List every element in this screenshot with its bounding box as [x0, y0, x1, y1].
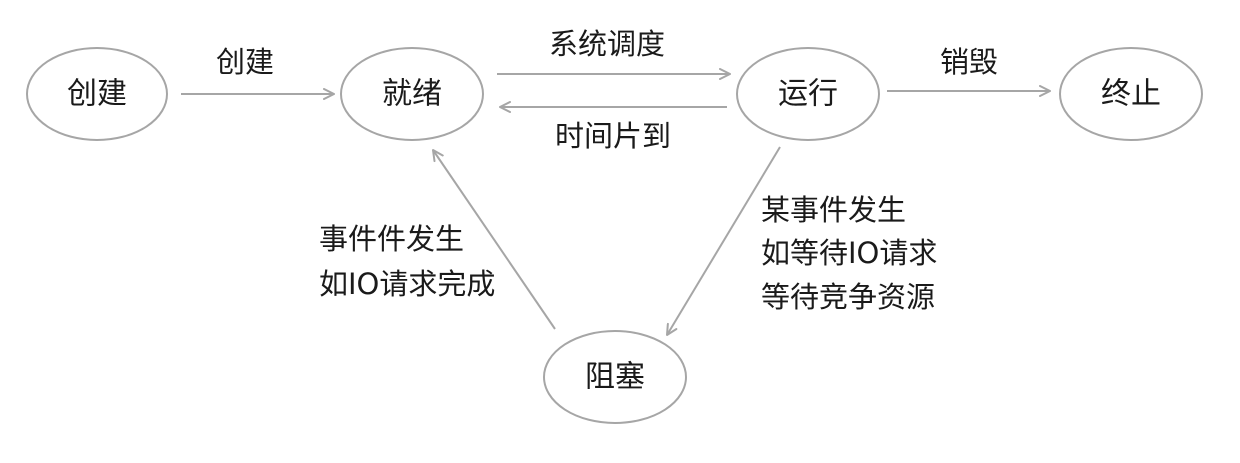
edge-running-to-terminated-label: 销毁 — [940, 45, 998, 79]
node-ready: 就绪 — [340, 47, 484, 141]
edge-ready-to-running: 系统调度 — [497, 27, 731, 80]
edge-running-to-ready-label: 时间片到 — [555, 119, 671, 153]
edge-running-to-blocked: 某事件发生 如等待IO请求 等待竞争资源 — [666, 146, 937, 336]
node-running: 运行 — [736, 47, 880, 141]
edge-running-to-blocked-label-line-2: 如等待IO请求 — [761, 236, 937, 270]
node-terminated: 终止 — [1059, 47, 1203, 141]
node-blocked: 阻塞 — [543, 330, 687, 424]
node-running-label: 运行 — [778, 77, 838, 112]
node-create: 创建 — [26, 47, 168, 141]
node-blocked-label: 阻塞 — [585, 360, 645, 395]
edge-blocked-to-ready-arrow — [432, 149, 556, 330]
edge-running-to-ready: 时间片到 — [499, 101, 727, 153]
edge-blocked-to-ready: 事件件发生 如IO请求完成 — [319, 149, 556, 330]
edge-running-to-terminated: 销毁 — [887, 45, 1051, 97]
node-create-label: 创建 — [67, 77, 127, 112]
edge-create-to-ready: 创建 — [181, 45, 335, 100]
edge-running-to-blocked-label-line-1: 某事件发生 — [761, 193, 906, 227]
node-ready-label: 就绪 — [382, 77, 442, 112]
edge-running-to-blocked-arrow — [666, 146, 781, 336]
edge-ready-to-running-label: 系统调度 — [549, 27, 665, 61]
edge-blocked-to-ready-label-line-1: 事件件发生 — [319, 222, 464, 256]
edge-blocked-to-ready-label-line-2: 如IO请求完成 — [319, 267, 495, 301]
edge-create-to-ready-label: 创建 — [216, 45, 274, 79]
node-terminated-label: 终止 — [1101, 77, 1161, 112]
edge-running-to-blocked-label-line-3: 等待竞争资源 — [761, 280, 935, 314]
